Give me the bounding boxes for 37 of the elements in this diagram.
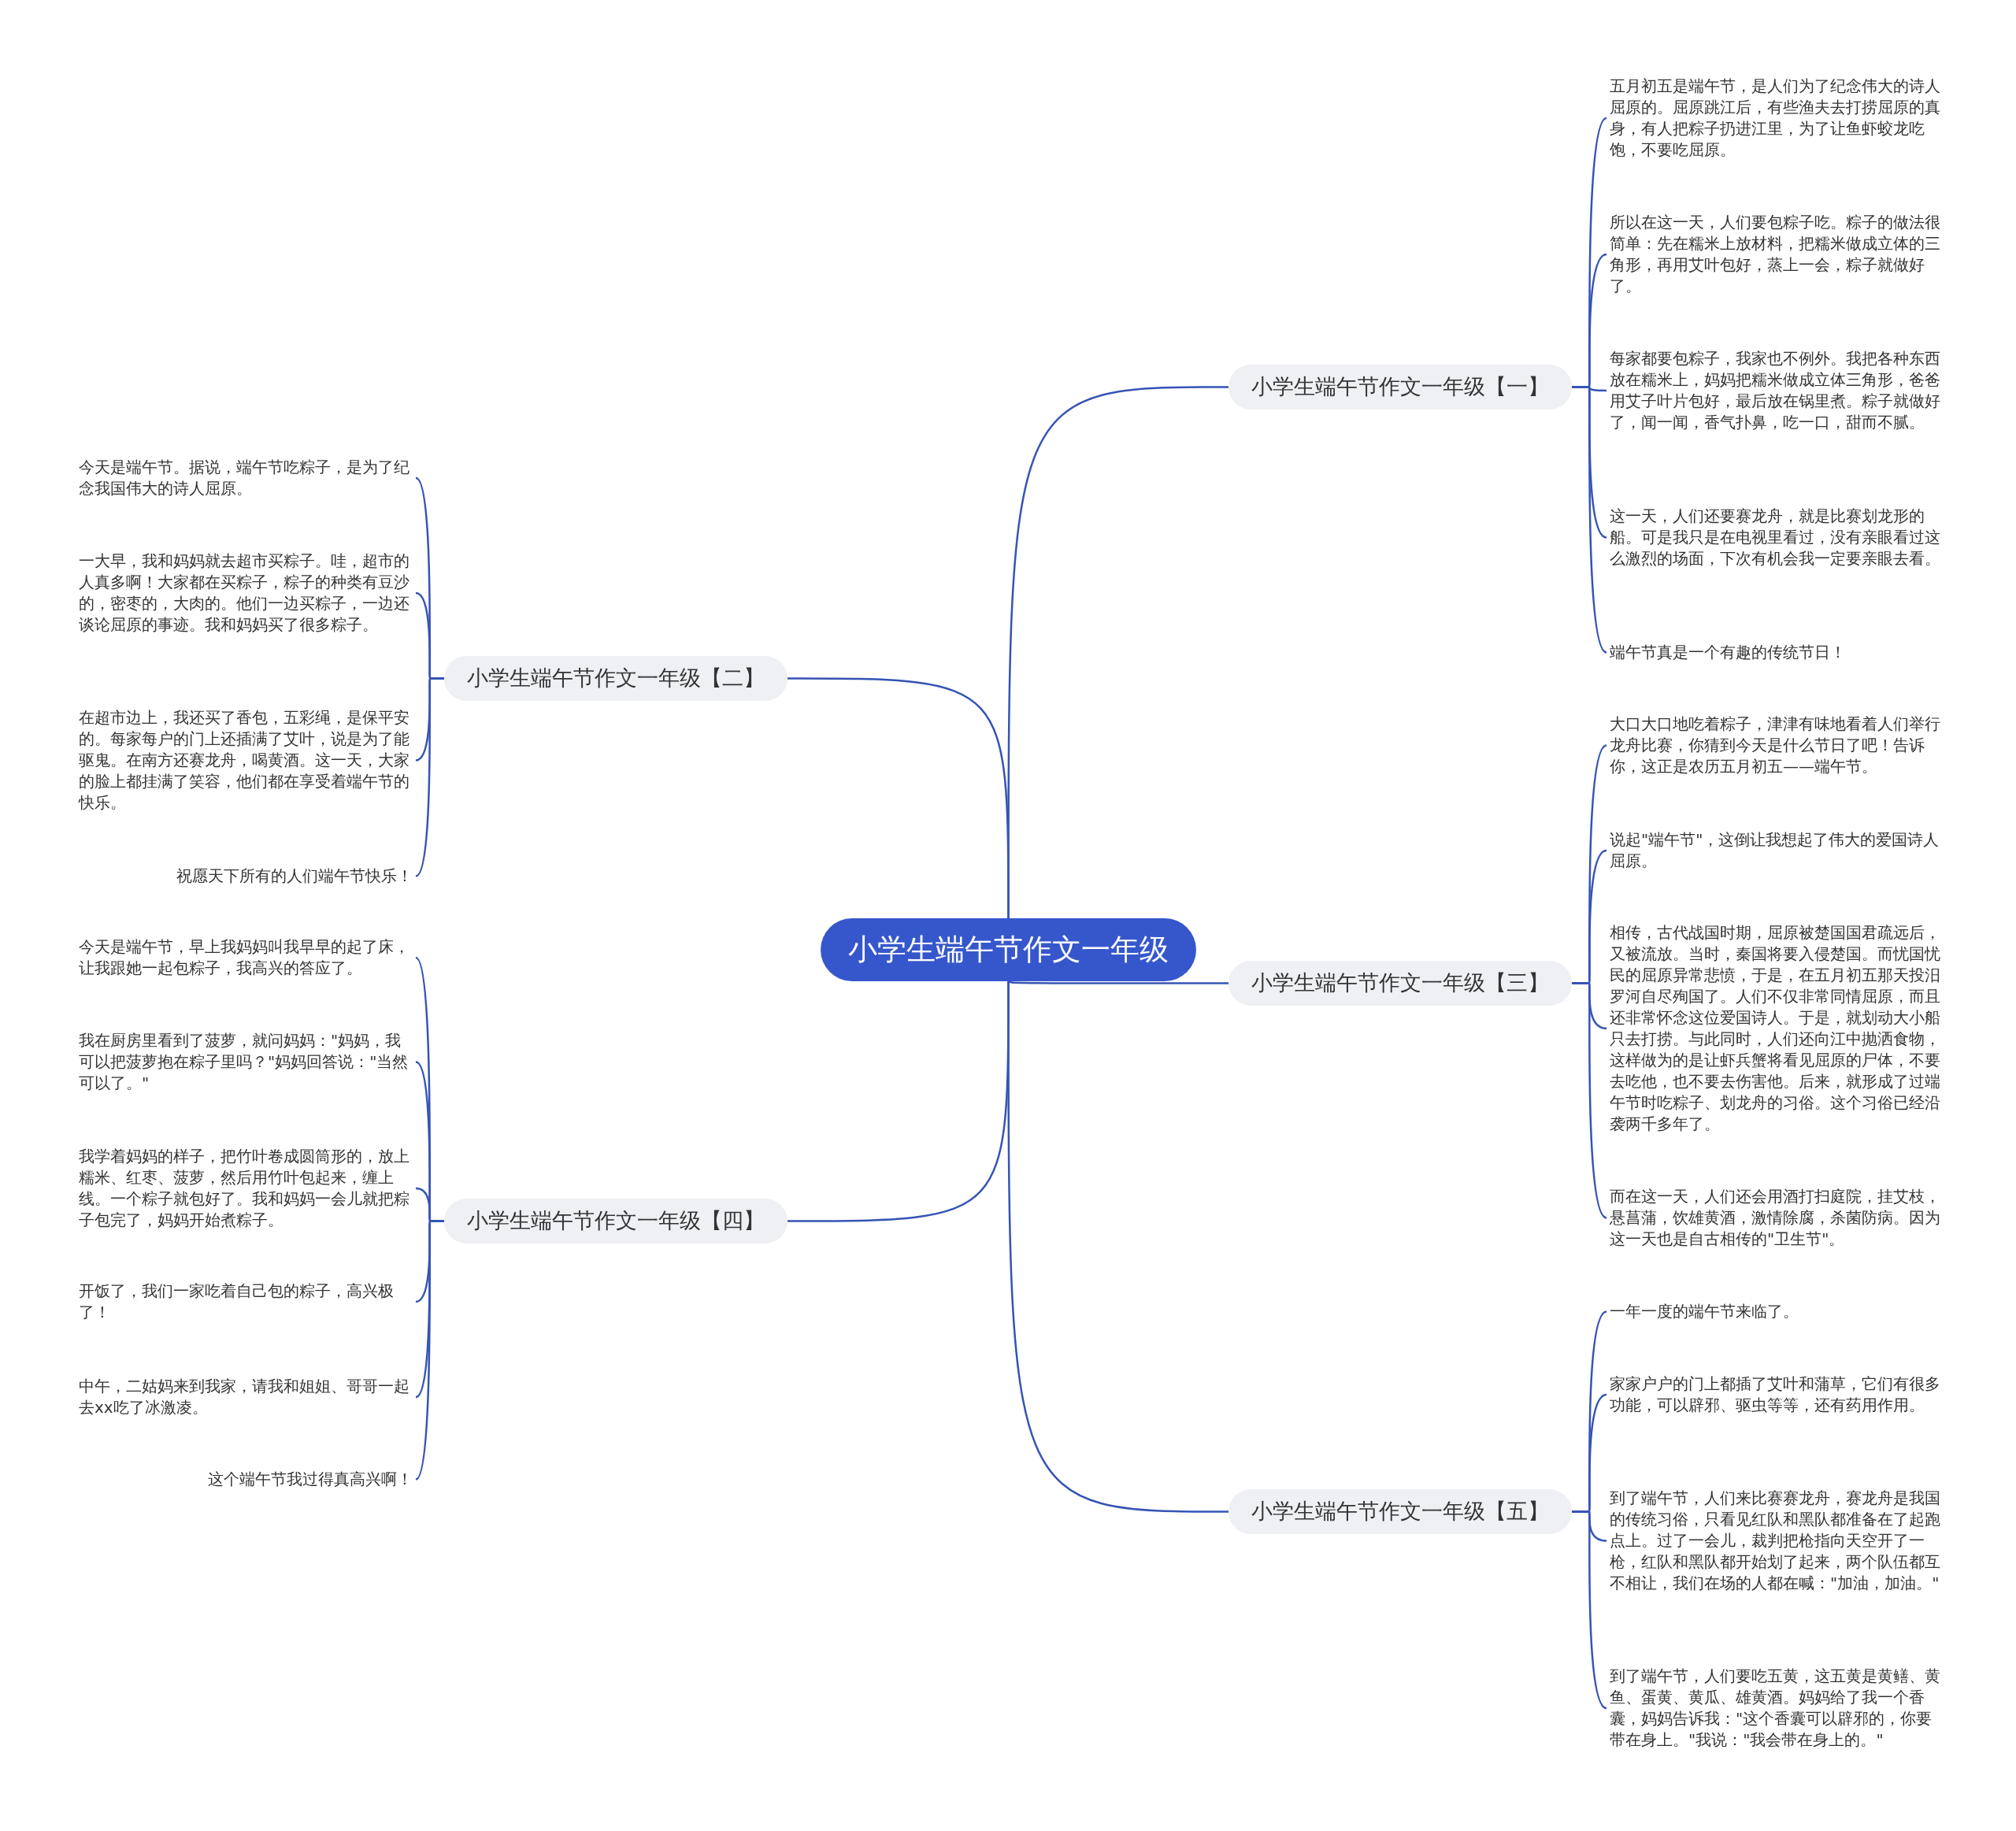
leaf-text: 在超市边上，我还买了香包，五彩绳，是保平安的。每家每户的门上还插满了艾叶，说是为了能驱鬼。在南方还赛龙舟，喝黄酒。这一天，大家的脸上都挂满了笑容，他们都在享受着端午节的快乐。 bbox=[76, 707, 416, 814]
connector-line bbox=[1572, 982, 1607, 1219]
leaf-text: 今天是端午节，早上我妈妈叫我早早的起了床，让我跟她一起包粽子，我高兴的答应了。 bbox=[76, 936, 416, 979]
connector-line bbox=[1572, 1510, 1607, 1709]
leaf-text: 所以在这一天，人们要包粽子吃。粽子的做法很简单：先在糯米上放材料，把糯米做成立体的三角形，再用艾叶包好，蒸上一会，粽子就做好了。 bbox=[1606, 212, 1947, 297]
branch-topic: 小学生端午节作文一年级【一】 bbox=[1228, 365, 1572, 410]
leaf-text: 我学着妈妈的样子，把竹叶卷成圆筒形的，放上糯米、红枣、菠萝，然后用竹叶包起来，缠上线。一个粽子就包好了。我和妈妈一会儿就把粽子包完了，妈妈开始煮粽子。 bbox=[76, 1146, 416, 1231]
branch-topic: 小学生端午节作文一年级【二】 bbox=[444, 656, 788, 701]
leaf-text: 端午节真是一个有趣的传统节日！ bbox=[1606, 642, 1849, 663]
connector-line bbox=[788, 677, 1010, 918]
leaf-text: 每家都要包粽子，我家也不例外。我把各种东西放在糯米上，妈妈把糯米做成立体三角形，爸爸用艾子叶片包好，最后放在锅里煮。粽子就做好了，闻一闻，香气扑鼻，吃一口，甜而不腻。 bbox=[1606, 348, 1947, 433]
leaf-text: 一大早，我和妈妈就去超市买粽子。哇，超市的人真多啊！大家都在买粽子，粽子的种类有豆沙的，密枣的，大肉的。他们一边买粽子，一边还谈论屈原的事迹。我和妈妈买了很多粽子。 bbox=[76, 550, 416, 636]
leaf-text: 开饭了，我们一家吃着自己包的粽子，高兴极了！ bbox=[76, 1281, 416, 1323]
connector-line bbox=[415, 677, 444, 877]
leaf-text: 这个端午节我过得真高兴啊！ bbox=[205, 1469, 416, 1490]
leaf-text: 说起"端午节"，这倒让我想起了伟大的爱国诗人屈原。 bbox=[1606, 829, 1947, 872]
leaf-text: 一年一度的端午节来临了。 bbox=[1606, 1301, 1802, 1322]
central-topic: 小学生端午节作文一年级 bbox=[821, 918, 1196, 981]
leaf-text: 家家户户的门上都插了艾叶和蒲草，它们有很多功能，可以辟邪、驱虫等等，还有药用作用。 bbox=[1606, 1373, 1947, 1416]
leaf-text: 今天是端午节。据说，端午节吃粽子，是为了纪念我国伟大的诗人屈原。 bbox=[76, 457, 416, 499]
leaf-text: 相传，古代战国时期，屈原被楚国国君疏远后，又被流放。当时，秦国将要入侵楚国。而忧国忧民的屈原异常悲愤，于是，在五月初五那天投汨罗河自尽殉国了。人们不仅非常同情屈原，而且还非常怀念这位爱国诗人。于是，就划动大小船只去打捞。与此同时，人们还向江中抛洒食物，这样做为的是让虾兵蟹将看见屈原的尸体，不要去吃他，也不要去伤害他。后来，就形成了过端午节时吃粽子、划龙舟的习俗。这个习俗已经沿袭两千多年了。 bbox=[1606, 922, 1947, 1135]
branch-topic: 小学生端午节作文一年级【三】 bbox=[1228, 961, 1572, 1006]
connector-line bbox=[1572, 386, 1607, 654]
leaf-text: 我在厨房里看到了菠萝，就问妈妈："妈妈，我可以把菠萝抱在粽子里吗？"妈妈回答说："当然可以了。" bbox=[76, 1030, 416, 1094]
leaf-text: 到了端午节，人们要吃五黄，这五黄是黄鳝、黄鱼、蛋黄、黄瓜、雄黄酒。妈妈给了我一个香囊，妈妈告诉我："这个香囊可以辟邪的，你要带在身上。"我说："我会带在身上的。" bbox=[1606, 1666, 1947, 1751]
connector-line bbox=[415, 1220, 444, 1481]
leaf-text: 大口大口地吃着粽子，津津有味地看着人们举行龙舟比赛，你猜到今天是什么节日了吧！告诉你，这正是农历五月初五——端午节。 bbox=[1606, 713, 1947, 777]
branch-topic: 小学生端午节作文一年级【四】 bbox=[444, 1199, 788, 1244]
leaf-text: 到了端午节，人们来比赛赛龙舟，赛龙舟是我国的传统习俗，只看见红队和黑队都准备在了起跑点上。过了一会儿，裁判把枪指向天空开了一枪，红队和黑队都开始划了起来，两个队伍都互不相让，我们在场的人都在喊："加油，加油。" bbox=[1606, 1488, 1947, 1594]
connector-line bbox=[1007, 981, 1228, 1513]
leaf-text: 五月初五是端午节，是人们为了纪念伟大的诗人屈原的。屈原跳江后，有些渔夫去打捞屈原的真身，有人把粽子扔进江里，为了让鱼虾蛟龙吃饱，不要吃屈原。 bbox=[1606, 76, 1947, 161]
branch-topic: 小学生端午节作文一年级【五】 bbox=[1228, 1489, 1572, 1534]
leaf-text: 而在这一天，人们还会用酒打扫庭院，挂艾枝，悬菖蒲，饮雄黄酒，激情除腐，杀菌防病。因为这一天也是自古相传的"卫生节"。 bbox=[1606, 1186, 1947, 1250]
leaf-text: 中午，二姑妈来到我家，请我和姐姐、哥哥一起去xx吃了冰激凌。 bbox=[76, 1376, 416, 1418]
connector-line bbox=[1007, 980, 1228, 984]
leaf-text: 祝愿天下所有的人们端午节快乐！ bbox=[173, 865, 416, 887]
leaf-text: 这一天，人们还要赛龙舟，就是比赛划龙形的船。可是我只是在电视里看过，没有亲眼看过这么激烈的场面，下次有机会我一定要亲眼去看。 bbox=[1606, 506, 1947, 569]
